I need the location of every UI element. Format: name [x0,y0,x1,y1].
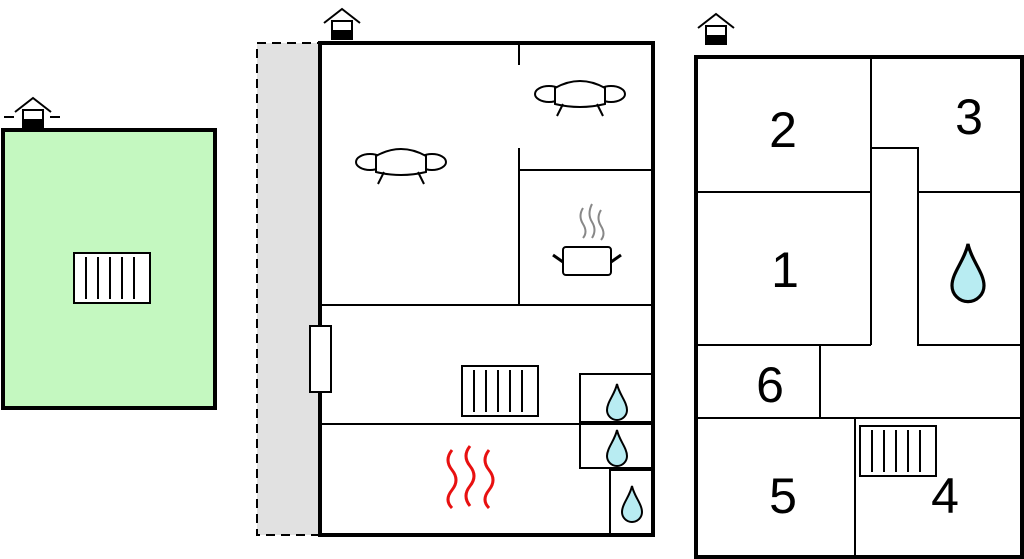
radiator-icon [461,365,539,417]
house-entrance-icon [697,13,735,45]
entrance-door [309,325,332,393]
water-drop-icon [950,242,986,304]
water-drop-icon [621,485,643,523]
ground-floor-plan [256,8,655,537]
room-number-2: 2 [769,102,797,158]
water-drop-icon [606,383,628,421]
radiator-icon [73,252,151,304]
upper-floor-plan: 1 2 3 4 5 6 [694,13,1024,559]
room-number-5: 5 [769,468,797,524]
ground-floor-walls [318,41,655,537]
house-entrance-icon [4,97,60,129]
room-number-4: 4 [931,468,959,524]
radiator-icon [859,425,937,477]
sofa-icon [355,148,447,185]
terrace-area [256,42,321,536]
outdoor-plan [1,97,217,410]
interior-walls [696,57,1022,557]
water-drop-icon [606,429,628,467]
cooking-pot-icon [552,203,622,276]
room-number-3: 3 [955,89,983,145]
sauna-heat-icon [446,445,495,510]
sofa-icon [534,80,626,117]
upper-floor-walls [694,55,1024,559]
room-number-6: 6 [756,357,784,413]
interior-walls [320,43,654,536]
house-entrance-icon [323,8,361,40]
room-number-1: 1 [771,242,799,298]
